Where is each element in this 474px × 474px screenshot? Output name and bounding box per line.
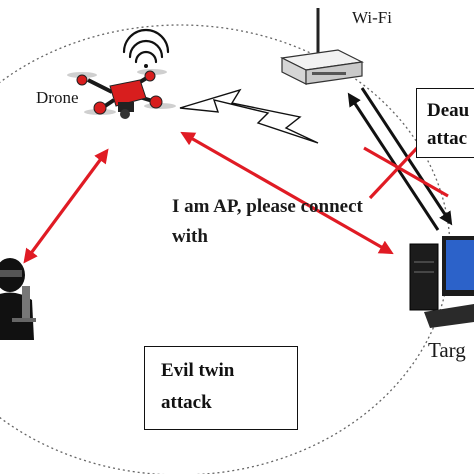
arrow-target-to-router — [347, 92, 440, 231]
target-label: Targ — [428, 338, 466, 362]
hacker-icon — [0, 258, 36, 340]
fake-ap-message: I am AP, please connect with — [172, 196, 363, 247]
wifi-signal-icon — [122, 28, 170, 68]
deauth-attack-box: Deau attac — [416, 88, 474, 158]
wifi-router-icon — [280, 8, 364, 85]
evil-twin-attack-box: Evil twin attack — [144, 346, 298, 430]
deauth-box-line2: attac — [427, 128, 468, 149]
wifi-label: Wi-Fi — [352, 8, 392, 27]
arrow-drone-target — [180, 131, 394, 255]
deauth-box-line1: Deau — [427, 100, 470, 121]
arrow-router-to-target — [360, 87, 453, 226]
arrow-drone-attacker — [23, 148, 109, 264]
deauth-cross-line — [363, 146, 449, 198]
evil-twin-box-line2: attack — [161, 392, 212, 413]
wireless-link-icon — [179, 88, 319, 144]
desktop-computer-icon — [409, 236, 474, 328]
drone-label: Drone — [36, 88, 79, 107]
drone-icon — [67, 69, 176, 119]
evil-twin-box-line1: Evil twin — [161, 360, 235, 381]
